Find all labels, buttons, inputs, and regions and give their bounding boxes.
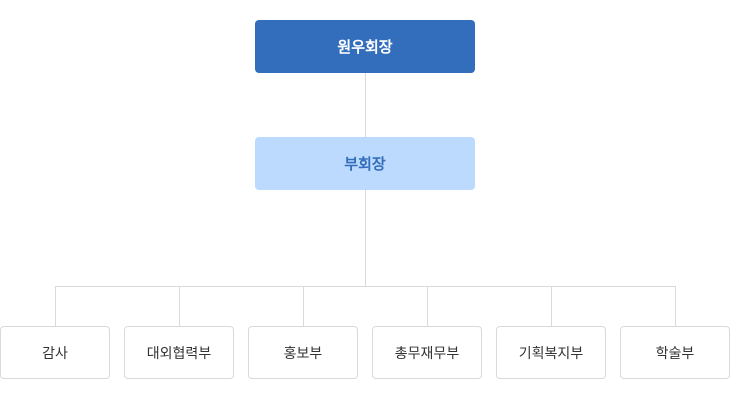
- branch-drop-3: [303, 286, 304, 326]
- branch-drop-1: [55, 286, 56, 326]
- department-label: 총무재무부: [394, 345, 460, 362]
- department-label: 대외협력부: [146, 345, 212, 362]
- department-label: 기획복지부: [518, 345, 584, 362]
- department-box-external-affairs: 대외협력부: [124, 326, 234, 379]
- department-box-public-relations: 홍보부: [248, 326, 358, 379]
- branch-drop-5: [551, 286, 552, 326]
- department-box-academic: 학술부: [620, 326, 730, 379]
- department-box-general-finance: 총무재무부: [372, 326, 482, 379]
- president-box: 원우회장: [255, 20, 475, 73]
- department-box-planning-welfare: 기획복지부: [496, 326, 606, 379]
- connector-middle-to-branch: [365, 190, 366, 286]
- connector-top-to-middle: [365, 73, 366, 137]
- department-box-audit: 감사: [0, 326, 110, 379]
- vice-president-box: 부회장: [255, 137, 475, 190]
- president-label: 원우회장: [337, 38, 393, 56]
- branch-drop-6: [675, 286, 676, 326]
- branch-drop-4: [427, 286, 428, 326]
- department-label: 홍보부: [283, 345, 323, 362]
- vice-president-label: 부회장: [344, 155, 386, 173]
- department-label: 감사: [42, 345, 68, 362]
- branch-drop-2: [179, 286, 180, 326]
- department-label: 학술부: [655, 345, 695, 362]
- branch-horizontal-line: [55, 286, 676, 287]
